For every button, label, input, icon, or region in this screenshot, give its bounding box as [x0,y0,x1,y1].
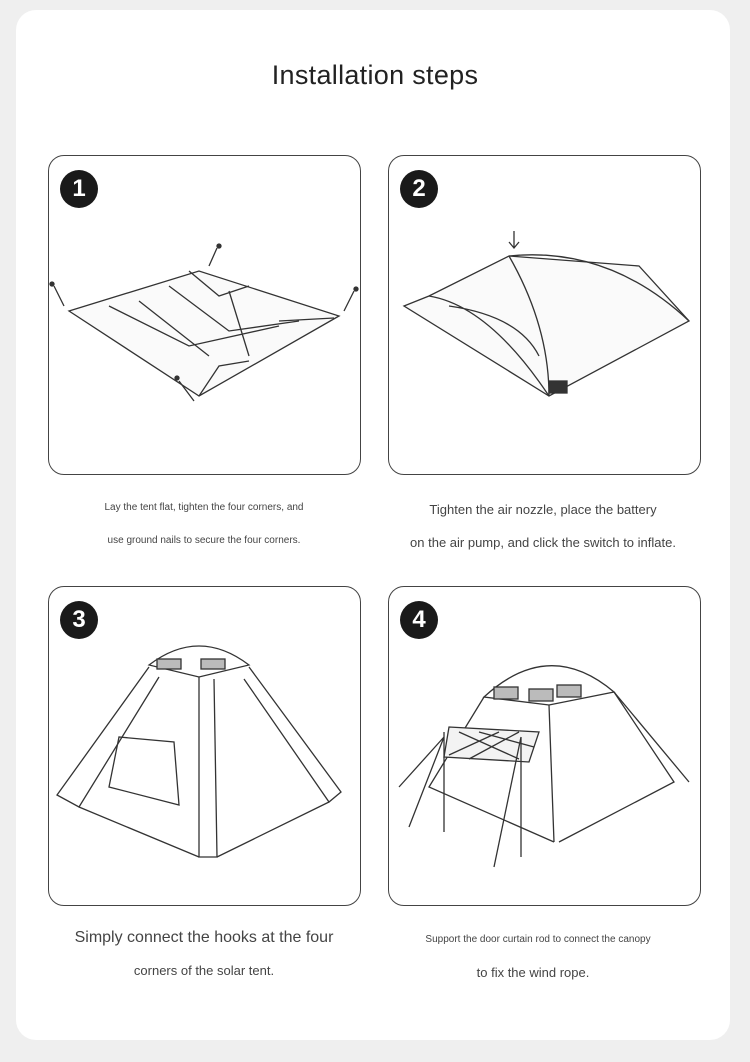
tent-with-canopy-illustration [398,665,690,868]
step-3-caption-line1: Simply connect the hooks at the four [74,929,334,946]
step-4-caption-line2: to fix the wind rope. [476,965,590,980]
step-1-caption-line2: use ground nails to secure the four corn… [107,535,301,546]
step-number-badge: 3 [60,601,98,639]
step-number-badge: 1 [60,170,98,208]
step-3-caption-line2: corners of the solar tent. [133,963,275,978]
step-2-panel: 2 [388,155,701,475]
inflating-tent-illustration [402,231,691,397]
step-number-badge: 2 [400,170,438,208]
step-1-caption-line1: Lay the tent flat, tighten the four corn… [104,502,304,513]
page-title: Installation steps [271,60,479,90]
step-3-panel: 3 [48,586,361,906]
solar-tent-illustration [56,645,342,858]
step-2-caption-line1: Tighten the air nozzle, place the batter… [429,502,657,517]
flat-tent-illustration [49,243,359,402]
step-4-panel: 4 [388,586,701,906]
step-4-caption-line1: Support the door curtain rod to connect … [425,934,651,945]
step-number-badge: 4 [400,601,438,639]
step-1-panel: 1 [48,155,361,475]
step-2-caption-line2: on the air pump, and click the switch to… [410,535,676,550]
